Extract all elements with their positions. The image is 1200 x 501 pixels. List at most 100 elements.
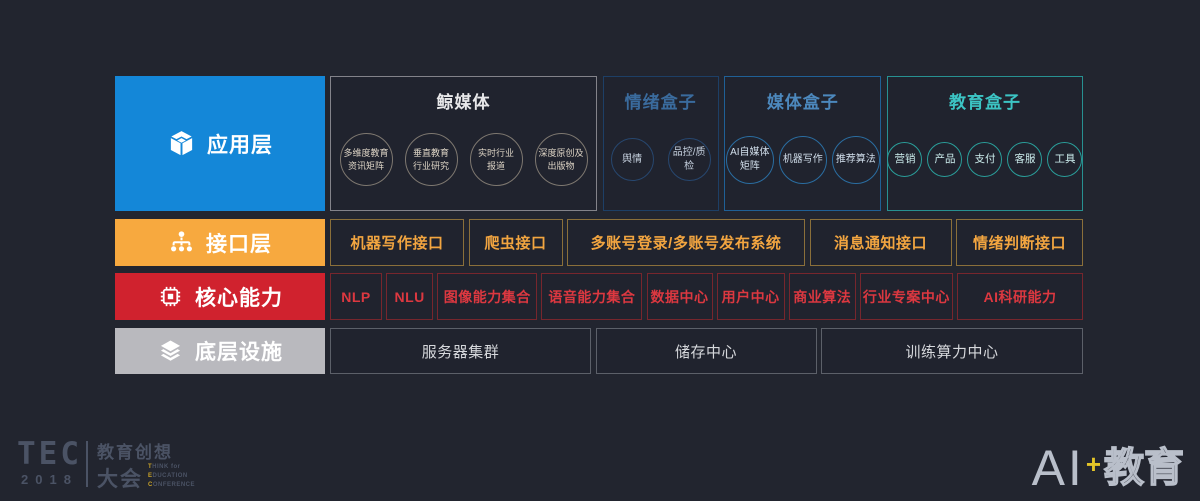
en-highlight: E (148, 473, 153, 479)
circle-line: 多维度教育 (343, 148, 389, 159)
layer-label-application: 应用层 (115, 76, 325, 211)
capability-circle: 支付 (967, 142, 1003, 177)
interface-item: 情绪判断接口 (956, 219, 1083, 266)
circle-line: 舆情 (622, 153, 643, 165)
tec-logo-left: TEC 2018 (17, 436, 82, 487)
en-rest: DUCATION (152, 473, 188, 479)
circle-line: 矩阵 (739, 160, 760, 172)
group-circles: 舆情 品控/质检 (604, 113, 718, 210)
core-items: NLP NLU 图像能力集合 语音能力集合 数据中心 用户中心 商业算法 行业专… (330, 273, 1083, 320)
circle-line: 垂直教育 (412, 148, 449, 159)
group-title: 教育盒子 (948, 93, 1021, 112)
core-item: NLU (386, 273, 434, 320)
capability-circle: 推荐算法 (831, 135, 880, 184)
core-item: 用户中心 (716, 273, 785, 320)
capability-circle: 垂直教育 行业研究 (404, 133, 458, 186)
tec-en-line: CONFERENCE (148, 481, 195, 490)
capability-circle: 营销 (887, 142, 923, 177)
layer-label-text: 核心能力 (195, 286, 283, 310)
capability-circle: 实时行业 报道 (469, 133, 523, 186)
layer-label-core: 核心能力 (115, 273, 325, 320)
layer-row-infrastructure: 底层设施 服务器集群 储存中心 训练算力中心 (115, 328, 1083, 374)
architecture-diagram: 应用层 鲸媒体 多维度教育 资讯矩阵 垂直教育 行业研究 实时行业 报道 (115, 76, 1083, 374)
group-title: 鲸媒体 (436, 93, 491, 112)
layer-row-core: 核心能力 NLP NLU 图像能力集合 语音能力集合 数据中心 用户中心 商业算… (115, 273, 1083, 320)
ai-logo-plus: + (1085, 448, 1101, 479)
group-media-box: 媒体盒子 AI自媒体 矩阵 机器写作 推荐算法 (723, 76, 882, 211)
group-title: 情绪盒子 (624, 93, 697, 112)
infrastructure-item: 训练算力中心 (821, 328, 1083, 374)
circle-line: 机器写作 (782, 153, 823, 165)
infrastructure-item: 服务器集群 (330, 328, 591, 374)
group-whale-media: 鲸媒体 多维度教育 资讯矩阵 垂直教育 行业研究 实时行业 报道 (330, 76, 597, 211)
en-rest: HINK for (152, 464, 181, 470)
interface-item: 多账号登录/多账号发布系统 (567, 219, 805, 266)
cube-icon (170, 131, 193, 156)
capability-circle: 舆情 (610, 138, 654, 181)
group-emotion-box: 情绪盒子 舆情 品控/质检 (602, 76, 719, 211)
tec-en-line: EDUCATION (148, 472, 195, 481)
tec-logo-text: TEC (17, 436, 82, 473)
capability-circle: 品控/质检 (667, 138, 711, 181)
capability-circle: 工具 (1047, 142, 1083, 177)
en-highlight: T (148, 464, 153, 470)
interface-item: 机器写作接口 (330, 219, 464, 266)
en-highlight: C (148, 482, 153, 488)
ai-logo-edu: 教育 (1103, 446, 1185, 490)
group-title: 媒体盒子 (766, 93, 839, 112)
ai-logo-ai: AI (1031, 440, 1085, 496)
interface-item: 消息通知接口 (809, 219, 952, 266)
infrastructure-item: 储存中心 (595, 328, 817, 374)
layers-icon (160, 339, 181, 361)
capability-circle: 深度原创及 出版物 (534, 133, 588, 186)
circle-line: 工具 (1054, 153, 1076, 166)
core-item: 图像能力集合 (437, 273, 538, 320)
layer-label-interface: 接口层 (115, 219, 325, 266)
application-groups: 鲸媒体 多维度教育 资讯矩阵 垂直教育 行业研究 实时行业 报道 (330, 76, 1083, 211)
tec-logo-en-lines: THINK for EDUCATION CONFERENCE (148, 463, 195, 490)
tec-conference-logo: TEC 2018 教育创想 大会 THINK for EDUCATION CON… (17, 438, 195, 490)
layer-label-text: 应用层 (207, 133, 273, 157)
group-circles: 营销 产品 支付 客服 工具 (885, 113, 1085, 210)
tec-logo-cn-top: 教育创想 (97, 443, 173, 462)
circle-line: 深度原创及 (538, 148, 584, 159)
tec-logo-cn-bottom-row: 大会 THINK for EDUCATION CONFERENCE (97, 463, 195, 490)
layer-row-interface: 接口层 机器写作接口 爬虫接口 多账号登录/多账号发布系统 消息通知接口 情绪判… (115, 219, 1083, 266)
layer-label-text: 接口层 (206, 232, 272, 256)
capability-circle: AI自媒体 矩阵 (725, 135, 774, 184)
core-item: 数据中心 (646, 273, 713, 320)
group-circles: AI自媒体 矩阵 机器写作 推荐算法 (723, 113, 882, 210)
core-item: NLP (330, 273, 382, 320)
tec-en-line: THINK for (148, 463, 195, 472)
tec-logo-right: 教育创想 大会 THINK for EDUCATION CONFERENCE (97, 438, 195, 490)
layer-row-application: 应用层 鲸媒体 多维度教育 资讯矩阵 垂直教育 行业研究 实时行业 报道 (115, 76, 1083, 211)
sitemap-icon (171, 231, 192, 252)
capability-circle: 客服 (1007, 142, 1043, 177)
circle-line: 资讯矩阵 (347, 160, 384, 171)
ai-education-logo: AI + 教育 (1031, 440, 1185, 496)
circle-line: AI自媒体 (730, 147, 770, 158)
layer-label-text: 底层设施 (195, 341, 283, 364)
layer-label-infrastructure: 底层设施 (115, 328, 325, 374)
capability-circle: 机器写作 (778, 135, 827, 184)
capability-circle: 多维度教育 资讯矩阵 (339, 133, 393, 186)
core-item: 语音能力集合 (541, 273, 643, 320)
core-item: 商业算法 (788, 273, 856, 320)
circle-line: 推荐算法 (835, 153, 876, 165)
circle-line: 报道 (486, 160, 505, 171)
chip-icon (160, 286, 181, 307)
interface-item: 爬虫接口 (468, 219, 563, 266)
circle-line: 营销 (894, 153, 916, 166)
logo-divider (86, 441, 88, 487)
circle-line: 客服 (1014, 153, 1036, 166)
circle-line: 行业研究 (412, 160, 449, 171)
en-rest: ONFERENCE (152, 482, 196, 488)
circle-line: 实时行业 (477, 148, 514, 159)
core-item: AI科研能力 (957, 273, 1083, 320)
circle-line: 品控/质检 (672, 147, 706, 172)
tec-logo-cn-bottom: 大会 (97, 468, 143, 491)
tec-logo-year: 2018 (21, 471, 78, 487)
infrastructure-items: 服务器集群 储存中心 训练算力中心 (330, 328, 1083, 374)
circle-line: 产品 (934, 153, 956, 166)
circle-line: 出版物 (547, 160, 575, 171)
